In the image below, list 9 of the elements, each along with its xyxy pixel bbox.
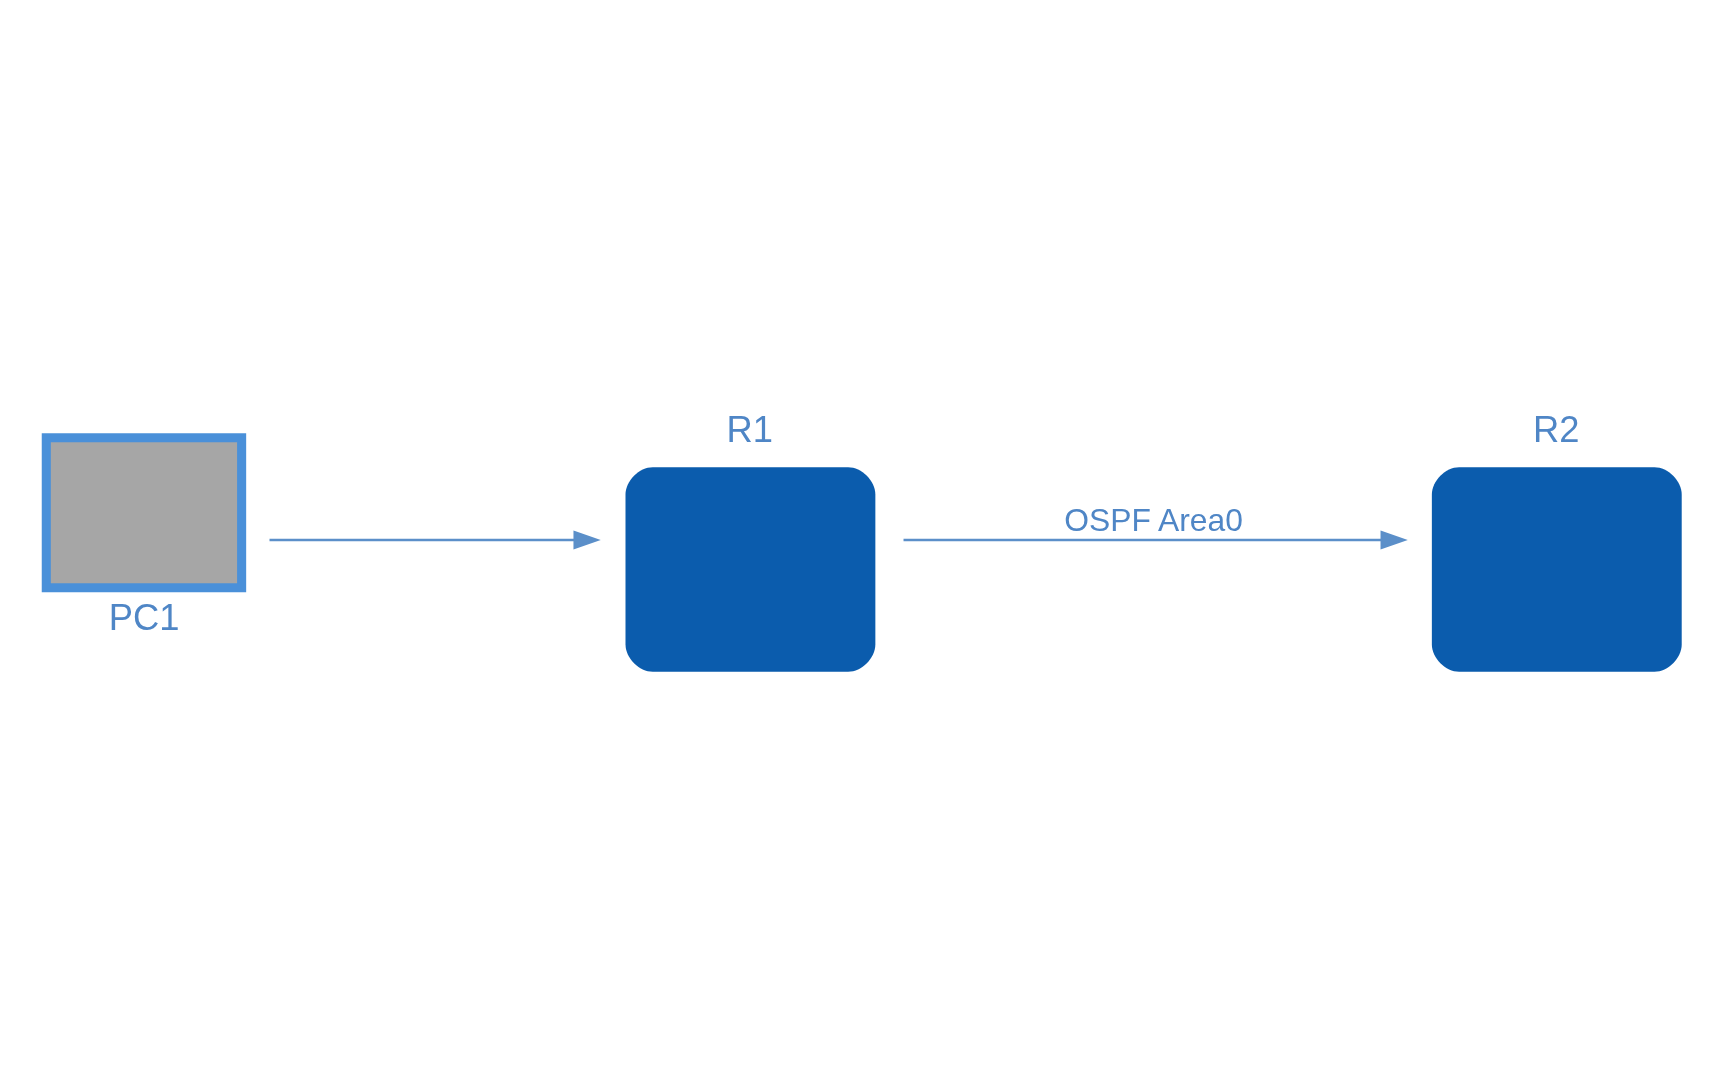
arrow <box>903 530 1408 550</box>
node-label: PC1 <box>108 597 180 639</box>
node-box <box>625 467 876 672</box>
node-box <box>41 433 247 593</box>
edge-label: OSPF Area0 <box>1064 502 1243 539</box>
node-label: R1 <box>726 408 774 450</box>
node-label: R2 <box>1532 408 1580 450</box>
node-box <box>1431 467 1682 672</box>
arrow <box>269 530 601 550</box>
